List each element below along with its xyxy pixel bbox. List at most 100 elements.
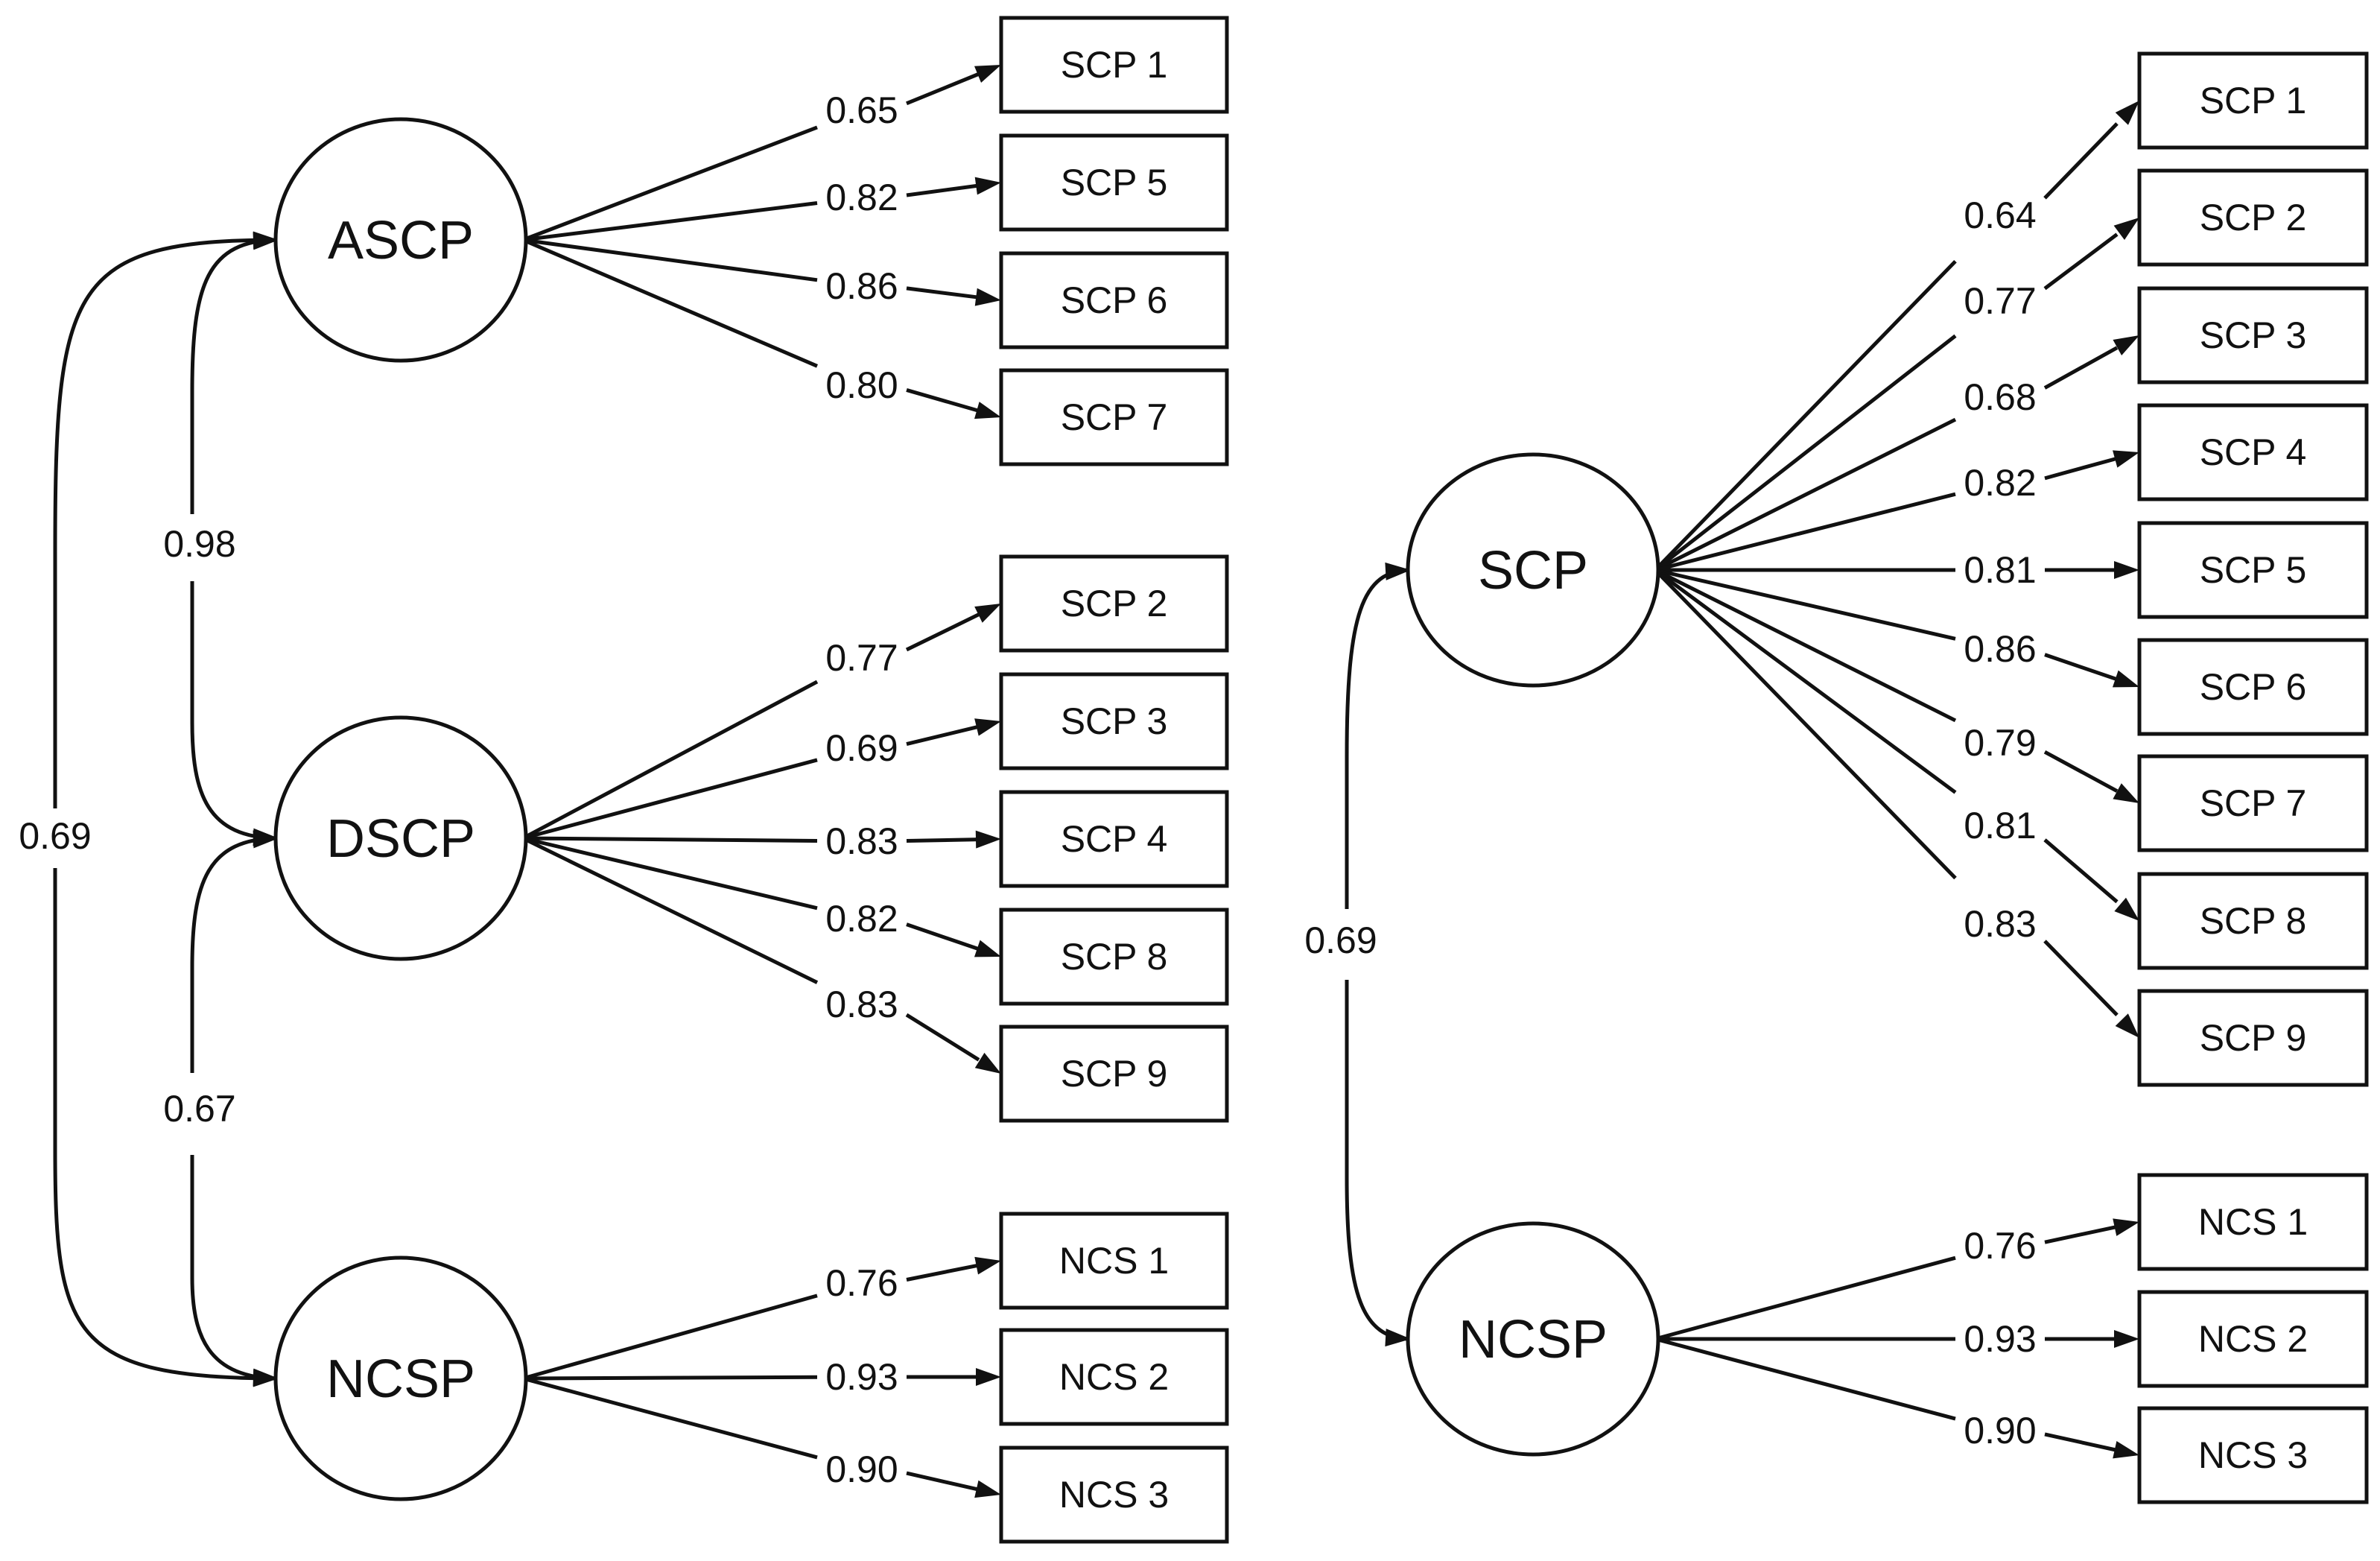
indicator-label: SCP 2 [2200,197,2307,238]
loading-line [1654,1337,1956,1421]
indicator-label: NCS 1 [1059,1240,1169,1282]
loading-value: 0.86 [1964,628,2036,670]
loading-value: 0.90 [1964,1410,2036,1451]
arrowhead-icon [253,1369,279,1387]
correlation-arc-lower [190,1155,279,1381]
indicator-label: SCP 3 [1061,700,1168,742]
loading-line [522,1375,818,1381]
loading-arrow-line [906,388,980,413]
indicator-box [2137,1406,2369,1504]
arrowhead-icon [974,402,1001,419]
arrowhead-icon [2115,101,2139,125]
arrowhead-icon [2112,670,2139,688]
loading-value: 0.68 [1964,376,2036,418]
latent-factor-ellipse [273,117,528,363]
loading-line [1654,568,1956,641]
indicator-box [999,790,1229,888]
indicator-box [999,1328,1229,1426]
arrowhead-icon [2113,218,2139,240]
arrowhead-icon [974,604,1001,623]
indicator-label: SCP 7 [1061,396,1168,438]
arrowhead-icon [2114,1330,2139,1348]
arrowhead-icon [975,830,1001,849]
indicator-label: NCS 3 [1059,1474,1169,1516]
loading-value: 0.80 [825,364,898,406]
arrowhead-icon [974,718,1001,736]
indicator-label: SCP 1 [2200,80,2307,121]
correlation-arc-upper [1345,568,1412,909]
left_model-correlation-1: 0.98 [163,232,279,846]
loading-value: 0.93 [825,1356,898,1398]
arrowhead-icon [976,1368,1001,1386]
latent-factor-label: NCSP [326,1349,475,1409]
indicator-box [2137,51,2369,150]
correlation-arc-upper [190,238,279,514]
loading-arrow-line [2044,653,2118,682]
loading-value: 0.79 [1964,722,2036,764]
loading-value: 0.81 [1964,805,2036,846]
correlation-value: 0.69 [19,815,91,857]
loading-value: 0.83 [825,820,898,862]
loading-line [522,758,818,840]
arrowhead-icon [974,177,1001,195]
loading-value: 0.81 [1964,549,2036,591]
loading-line [522,201,818,242]
loading-arrow-line [906,286,980,300]
indicator-box [2137,403,2369,501]
indicator-box [999,1025,1229,1123]
arrowhead-icon [2115,1013,2139,1038]
indicator-label: NCS 2 [2198,1318,2308,1360]
arrowhead-icon [2114,897,2139,921]
correlation-arc-lower [53,868,279,1381]
indicator-label: SCP 9 [2200,1017,2307,1059]
left_model-correlation-3: 0.69 [19,231,279,1387]
loading-value: 0.83 [825,984,898,1025]
latent-factor-ellipse [273,715,528,961]
correlation-value: 0.98 [163,523,235,565]
loading-value: 0.86 [825,265,898,307]
loading-value: 0.76 [825,1262,898,1304]
loading-line [1654,568,1957,723]
arrowhead-icon [253,231,279,250]
indicator-label: SCP 5 [2200,549,2307,591]
correlation-value: 0.69 [1304,919,1377,961]
latent-factor-ellipse [273,1256,528,1501]
loading-line [522,1294,818,1381]
indicator-box [2137,521,2369,619]
loading-arrow-line [2044,456,2118,481]
latent-factor-ellipse [1406,1221,1660,1457]
loading-line [1654,492,1956,572]
loading-arrow-line [2043,122,2119,200]
loading-arrow-line [906,183,980,197]
loading-line [522,238,818,368]
arrowhead-icon [1385,1329,1411,1347]
loading-line [1654,334,1957,571]
correlation-value: 0.67 [163,1088,235,1130]
arrowhead-icon [2114,561,2139,579]
indicator-label: NCS 3 [2198,1434,2308,1476]
indicator-box [999,368,1229,466]
indicator-box [999,251,1229,349]
arrowhead-icon [974,1052,1001,1074]
right_model-correlation-1: 0.69 [1304,562,1412,1347]
indicator-box [999,908,1229,1006]
loading-value: 0.83 [1964,903,2036,945]
